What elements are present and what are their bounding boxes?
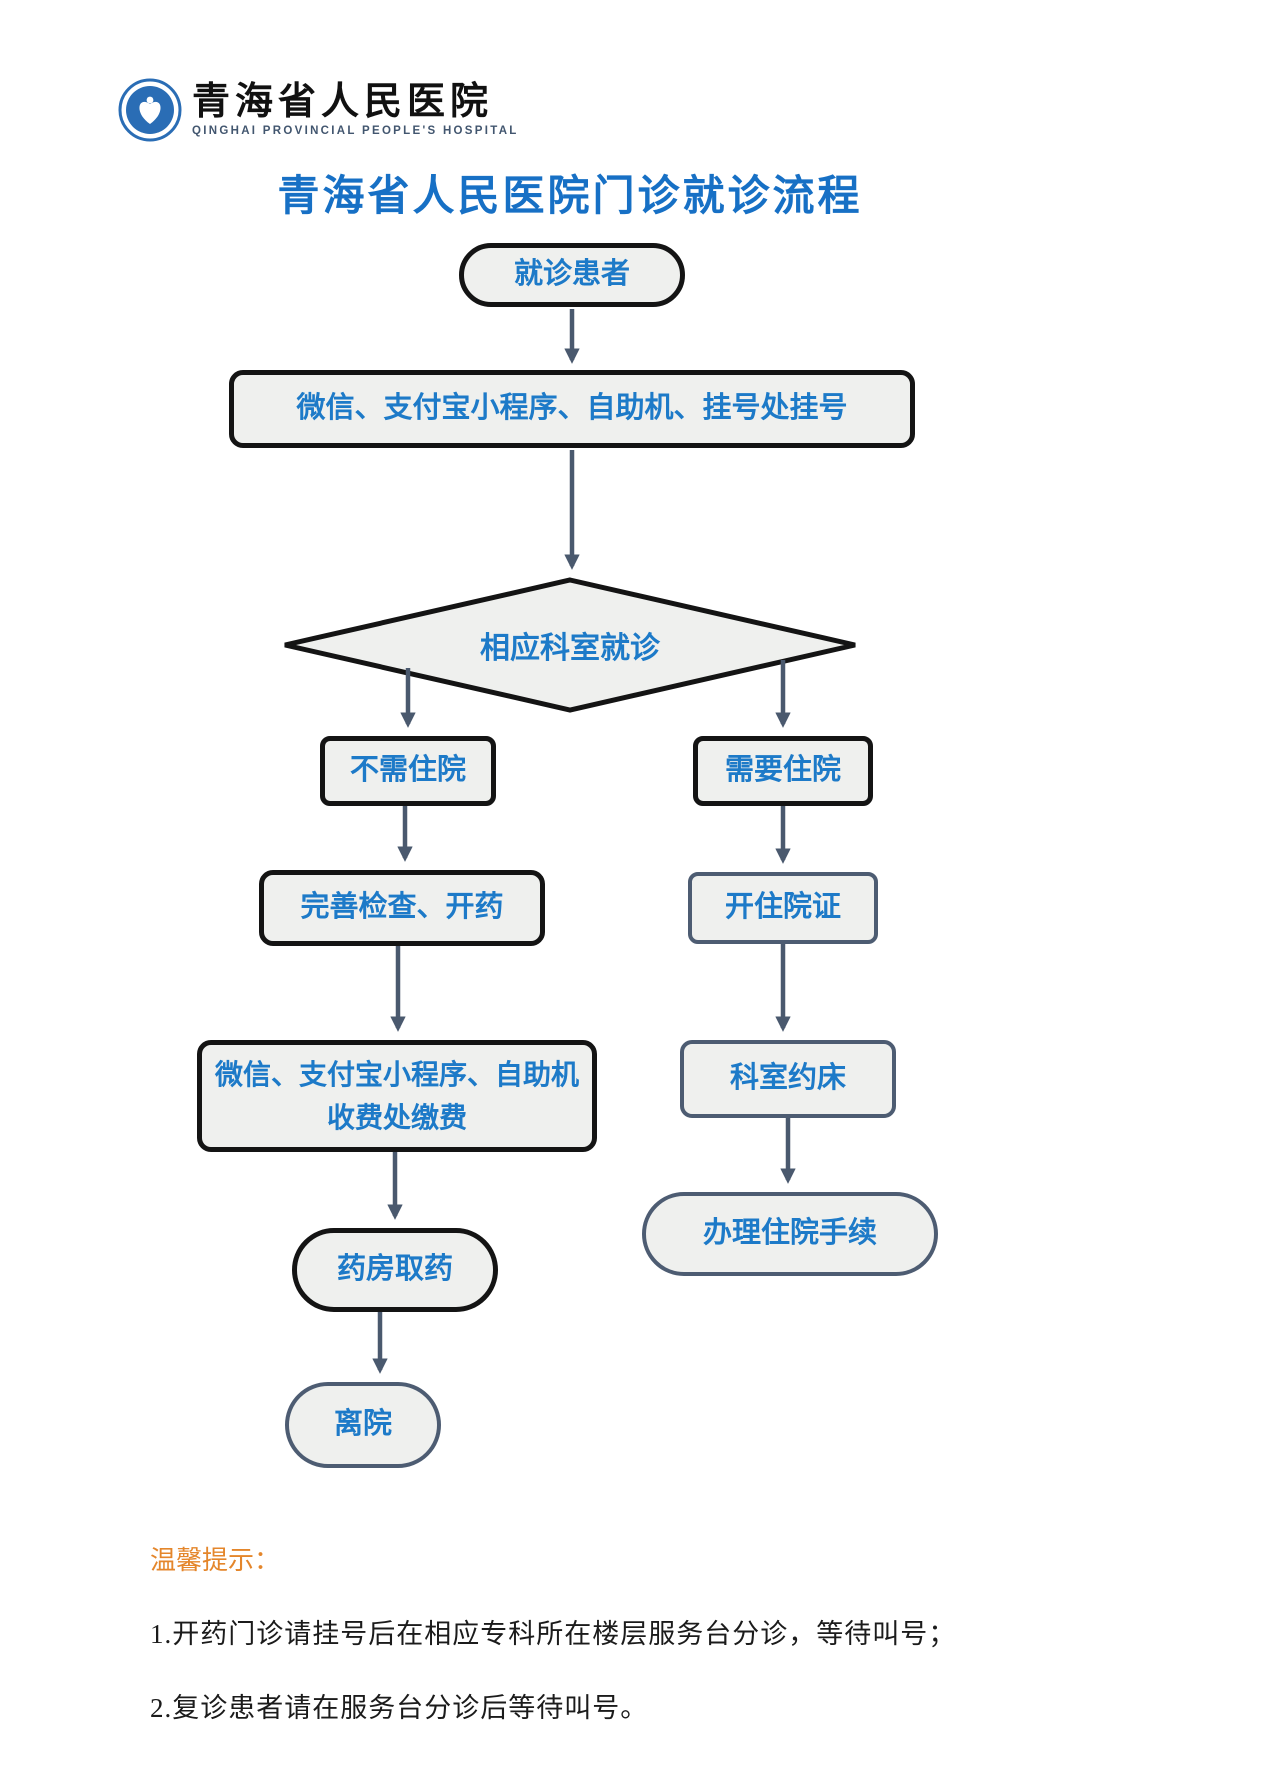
hospital-header: 青海省人民医院 QINGHAI PROVINCIAL PEOPLE'S HOSP… bbox=[118, 78, 519, 142]
flow-node-tests-meds-label: 完善检查、开药 bbox=[300, 891, 504, 924]
decision-diamond-shape bbox=[284, 577, 856, 713]
hospital-logo-icon bbox=[118, 78, 182, 142]
flow-node-pay-line1: 微信、支付宝小程序、自助机 bbox=[214, 1058, 579, 1090]
flow-node-pharmacy: 药房取药 bbox=[292, 1228, 498, 1312]
flow-node-no-admission-label: 不需住院 bbox=[349, 754, 466, 787]
tip-line-1: 1.开药门诊请挂号后在相应专科所在楼层服务台分诊，等待叫号； bbox=[150, 1619, 957, 1649]
flow-node-pay-line2: 收费处缴费 bbox=[326, 1102, 467, 1133]
page-title: 青海省人民医院门诊就诊流程 bbox=[277, 172, 863, 219]
flow-node-admission-cert-label: 开住院证 bbox=[724, 891, 841, 924]
flow-node-register-label: 微信、支付宝小程序、自助机、挂号处挂号 bbox=[296, 392, 848, 425]
flow-node-register: 微信、支付宝小程序、自助机、挂号处挂号 bbox=[229, 370, 915, 448]
flow-node-leave-label: 离院 bbox=[333, 1408, 392, 1441]
flow-node-need-admission: 需要住院 bbox=[693, 736, 873, 806]
flow-node-decision: 相应科室就诊 bbox=[420, 615, 720, 675]
hospital-name-en: QINGHAI PROVINCIAL PEOPLE'S HOSPITAL bbox=[192, 125, 519, 138]
flow-node-start: 就诊患者 bbox=[459, 243, 685, 307]
flow-node-start-label: 就诊患者 bbox=[513, 258, 630, 291]
flow-node-leave: 离院 bbox=[285, 1382, 441, 1468]
tips-title: 温馨提示： bbox=[150, 1546, 281, 1575]
tip-line-2: 2.复诊患者请在服务台分诊后等待叫号。 bbox=[150, 1693, 649, 1723]
flow-node-admission-procedure-label: 办理住院手续 bbox=[702, 1217, 877, 1250]
flow-node-admission-cert: 开住院证 bbox=[688, 872, 878, 944]
hospital-name-cn: 青海省人民医院 bbox=[192, 80, 494, 123]
flow-node-admission-procedure: 办理住院手续 bbox=[642, 1192, 938, 1276]
flow-node-pay: 微信、支付宝小程序、自助机 收费处缴费 bbox=[197, 1040, 597, 1152]
flow-node-tests-meds: 完善检查、开药 bbox=[259, 870, 545, 946]
flow-node-book-bed-label: 科室约床 bbox=[729, 1062, 846, 1095]
flow-node-book-bed: 科室约床 bbox=[680, 1040, 896, 1118]
flow-node-no-admission: 不需住院 bbox=[320, 736, 496, 806]
flow-node-pharmacy-label: 药房取药 bbox=[336, 1253, 453, 1286]
flow-node-need-admission-label: 需要住院 bbox=[724, 754, 841, 787]
hospital-logo-text: 青海省人民医院 QINGHAI PROVINCIAL PEOPLE'S HOSP… bbox=[192, 80, 519, 138]
flow-node-decision-label: 相应科室就诊 bbox=[480, 632, 660, 665]
